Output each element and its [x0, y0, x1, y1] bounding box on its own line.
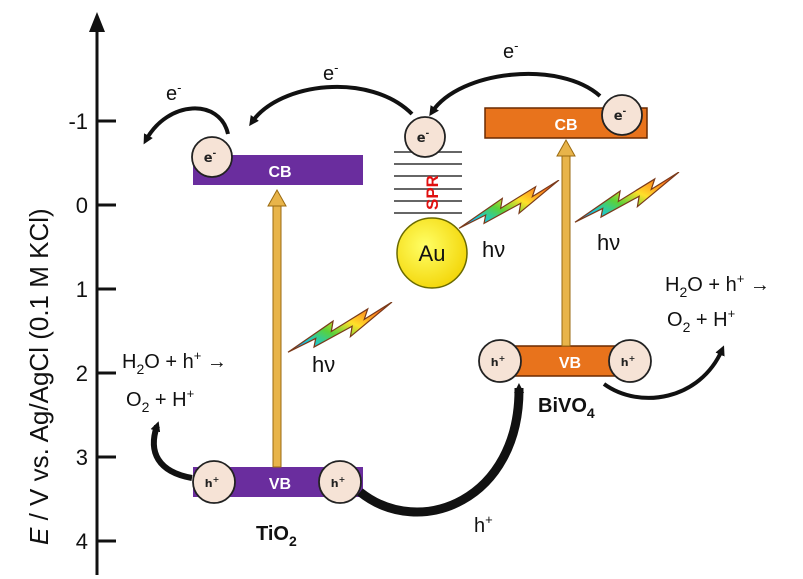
tio2-hv-label: hν — [312, 352, 335, 377]
tio2-cb-label: CB — [268, 164, 291, 181]
tio2-light-bolt — [288, 302, 392, 352]
bivo4-hole-left: h+ — [479, 340, 521, 382]
tick-label: 1 — [76, 277, 88, 302]
hole-arrow-tio2-to-water — [154, 426, 192, 478]
bivo4-hv-label: hν — [597, 230, 620, 255]
electron-label-top-middle: e- — [323, 60, 338, 85]
bivo4-hole-right: h+ — [609, 340, 651, 382]
tio2-excitation-arrowhead — [268, 190, 286, 206]
reaction-left-line1: H2O + h+ → — [122, 348, 227, 377]
reaction-right: H2O + h+ → O2 + H+ — [665, 271, 770, 335]
bivo4-semiconductor: CB VB e- h+ h+ BiVO4 hν — [479, 95, 679, 421]
energy-axis: -1 0 1 2 3 4 E / V vs. Ag/AgCl (0.1 M KC… — [24, 12, 116, 575]
tio2-excitation-arrow — [273, 204, 281, 467]
electron-arrow-au-to-tio2 — [252, 87, 412, 122]
reaction-left: H2O + h+ → O2 + H+ — [122, 348, 227, 415]
bivo4-vb-label: VB — [559, 355, 581, 372]
tio2-vb-label: VB — [269, 476, 291, 493]
reaction-right-line2: O2 + H+ — [667, 306, 735, 335]
au-light-bolt — [459, 180, 559, 228]
tick-label: 4 — [76, 529, 88, 554]
tick-label: 3 — [76, 445, 88, 470]
hole-transfer-label: h+ — [474, 512, 493, 537]
bivo4-electron: e- — [602, 95, 642, 135]
tick-label: 2 — [76, 361, 88, 386]
au-nanoparticle: SPR e- Au hν — [394, 117, 559, 288]
reaction-left-line2: O2 + H+ — [126, 386, 194, 415]
electron-label-top-right: e- — [503, 38, 518, 63]
axis-title: E / V vs. Ag/AgCl (0.1 M KCl) — [24, 208, 54, 545]
tio2-semiconductor: CB VB e- h+ h+ TiO2 hν — [192, 137, 392, 549]
bivo4-excitation-arrowhead — [557, 140, 575, 156]
electron-label-left: e- — [166, 80, 181, 105]
tio2-label: TiO2 — [256, 523, 297, 549]
hole-arrow-tio2-to-bivo4 — [360, 388, 519, 512]
axis-arrowhead — [89, 12, 105, 32]
electron-arrow-tio2-out — [146, 108, 228, 140]
bivo4-label: BiVO4 — [538, 395, 595, 421]
bivo4-light-bolt — [575, 172, 679, 222]
au-electron: e- — [405, 117, 445, 157]
reaction-right-line1: H2O + h+ → — [665, 271, 770, 300]
spr-label: SPR — [423, 175, 442, 210]
tio2-electron: e- — [192, 137, 232, 177]
electron-arrow-bivo4-to-au — [432, 74, 600, 112]
tick-label: 0 — [76, 193, 88, 218]
tick-label: -1 — [68, 109, 88, 134]
au-label: Au — [419, 241, 446, 266]
bivo4-excitation-arrow — [562, 154, 570, 346]
au-hv-label: hν — [482, 237, 505, 262]
tio2-hole-left: h+ — [193, 461, 235, 503]
tio2-hole-right: h+ — [319, 461, 361, 503]
bivo4-cb-label: CB — [554, 117, 577, 134]
